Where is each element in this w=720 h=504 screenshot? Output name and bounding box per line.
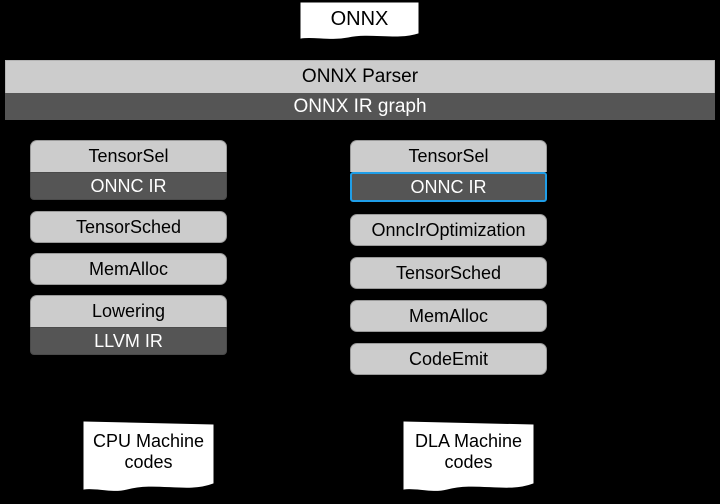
right-stage-tensorsel-label: TensorSel [408,146,489,166]
right-stage-memalloc-label: MemAlloc [408,305,488,326]
bar-onnx-ir-graph[interactable]: ONNX IR graph [5,93,715,120]
left-stage-tensorsched-label: TensorSched [75,216,182,237]
document-shape-icon [300,2,419,39]
right-stage-memalloc[interactable]: MemAlloc [350,300,547,332]
document-shape-icon [83,421,214,491]
right-stage-tensorsched-label: TensorSched [395,262,502,283]
right-stage-tensorsel[interactable]: TensorSel [350,140,547,172]
left-stage-memalloc-label: MemAlloc [88,258,168,279]
left-stage-memalloc[interactable]: MemAlloc [30,253,227,285]
left-stage-tensorsel[interactable]: TensorSel [30,140,227,172]
left-stage-lowering-label: Lowering [91,301,166,321]
right-stage-onnc-ir-label: ONNC IR [410,176,487,197]
output-document-dla[interactable]: DLA Machine codes [403,421,534,494]
right-pipeline-column: TensorSel ONNC IR OnncIrOptimization Ten… [350,140,547,375]
bar-onnx-parser-label: ONNX Parser [301,66,419,87]
left-stage-lowering[interactable]: Lowering [30,295,227,327]
left-stage-llvm-ir[interactable]: LLVM IR [30,327,227,355]
left-stage-onnc-ir-label: ONNC IR [90,175,167,196]
right-stage-codeemit[interactable]: CodeEmit [350,343,547,375]
output-document-cpu[interactable]: CPU Machine codes [83,421,214,494]
right-stage-codeemit-label: CodeEmit [408,348,489,369]
left-pipeline-column: TensorSel ONNC IR TensorSched MemAlloc L… [30,140,227,360]
bar-onnx-parser[interactable]: ONNX Parser [5,60,715,94]
left-stage-onnc-ir[interactable]: ONNC IR [30,172,227,200]
right-stage-tensorsched[interactable]: TensorSched [350,257,547,289]
right-stage-onncir-optimization-label: OnncIrOptimization [371,219,526,240]
left-stage-llvm-ir-label: LLVM IR [94,330,163,351]
bar-onnx-ir-graph-label: ONNX IR graph [293,95,427,117]
left-stage-tensorsched[interactable]: TensorSched [30,211,227,243]
right-stage-onnc-ir[interactable]: ONNC IR [350,172,547,202]
left-stage-tensorsel-label: TensorSel [88,146,169,166]
document-shape-icon [403,421,534,491]
input-document-onnx[interactable]: ONNX [300,2,419,42]
right-stage-onncir-optimization[interactable]: OnncIrOptimization [350,214,547,246]
